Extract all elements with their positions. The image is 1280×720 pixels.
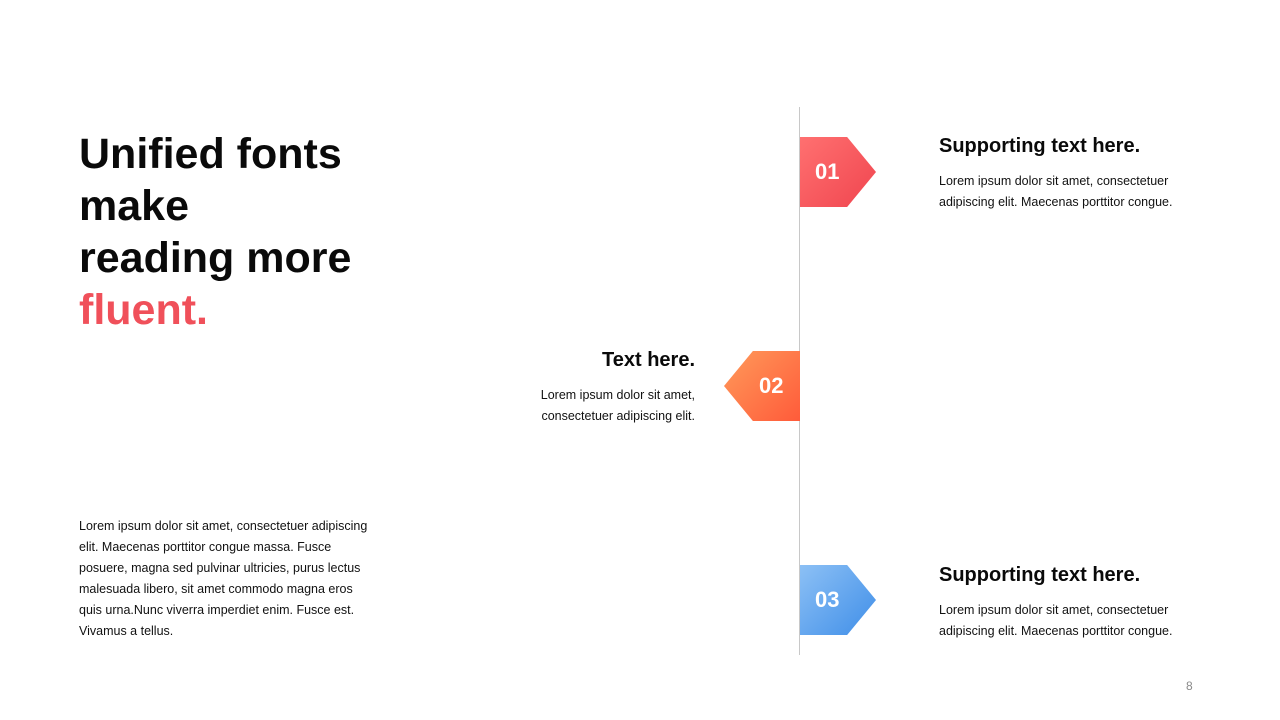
step-marker-01: 01 bbox=[800, 137, 876, 207]
title-word-fonts: fonts bbox=[236, 130, 342, 178]
step-heading-01: Supporting text here. bbox=[939, 135, 1141, 157]
title-word-unified: Unified bbox=[79, 130, 237, 178]
title-accent-word: fluent. bbox=[79, 286, 208, 334]
body-paragraph: Lorem ipsum dolor sit amet, consectetuer… bbox=[79, 519, 368, 638]
step-marker-03: 03 bbox=[800, 565, 876, 635]
step-number-03: 03 bbox=[815, 587, 840, 612]
step-heading-03: Supporting text here. bbox=[939, 564, 1141, 586]
title-line-3: reading more bbox=[79, 234, 352, 282]
step-number-01: 01 bbox=[815, 159, 840, 184]
step-marker-02: 02 bbox=[724, 351, 800, 421]
slide-title: Unified fonts make reading more fluent. bbox=[79, 128, 419, 336]
title-line-2: make bbox=[79, 182, 189, 230]
step-text-01: Lorem ipsum dolor sit amet, consectetuer… bbox=[939, 174, 1173, 209]
step-text-03: Lorem ipsum dolor sit amet, consectetuer… bbox=[939, 603, 1173, 638]
step-number-02: 02 bbox=[759, 373, 784, 398]
step-heading-02: Text here. bbox=[602, 349, 695, 371]
step-text-02: Lorem ipsum dolor sit amet, consectetuer… bbox=[540, 388, 695, 423]
title-line-1: Unified fonts bbox=[79, 128, 419, 180]
page-number: 8 bbox=[1186, 679, 1193, 693]
